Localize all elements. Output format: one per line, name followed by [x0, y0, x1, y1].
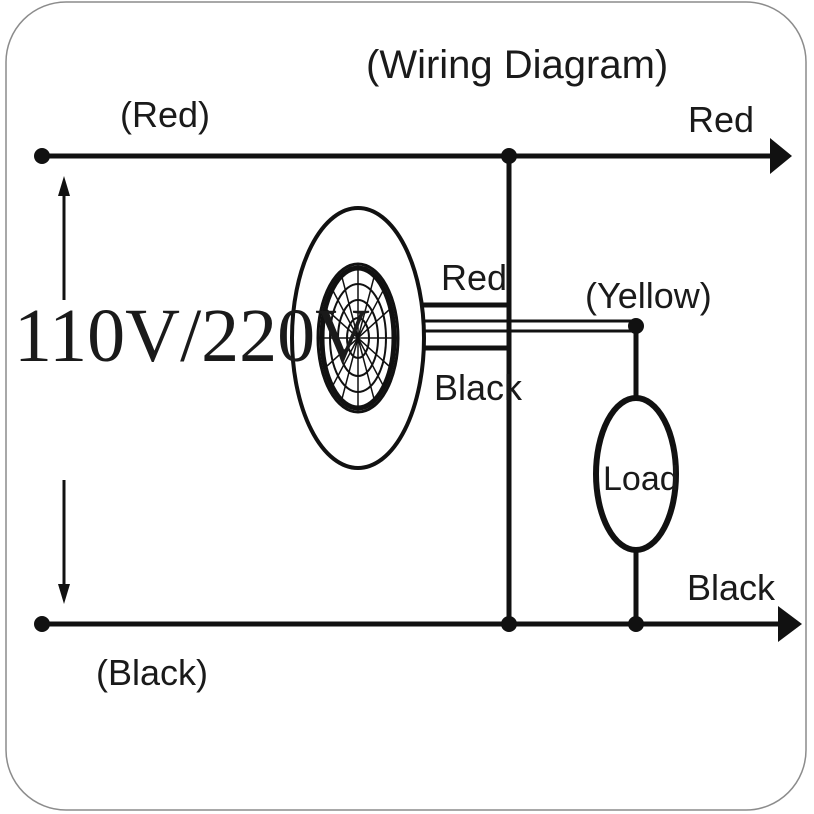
- load-symbol: [593, 395, 679, 553]
- supply-red-label: (Red): [120, 94, 211, 135]
- voltage-arrow-down-head: [58, 584, 70, 604]
- bottom-left-terminal: [34, 616, 50, 632]
- sensor-black-label: Black: [434, 367, 523, 408]
- bottom-arrow-head: [778, 606, 802, 642]
- output-red-label: Red: [688, 99, 755, 140]
- voltage-label: 110V/220V: [14, 294, 371, 378]
- voltage-arrow-up-head: [58, 176, 70, 196]
- diagram-title: (Wiring Diagram): [366, 43, 669, 87]
- sensor-lens-facets: [322, 268, 394, 408]
- output-black-label: Black: [687, 567, 776, 608]
- sensor-yellow-label: (Yellow): [585, 275, 712, 316]
- top-left-terminal: [34, 148, 50, 164]
- supply-black-label: (Black): [96, 652, 209, 693]
- sensor-red-label: Red: [441, 257, 508, 298]
- top-arrow-head: [770, 138, 792, 174]
- load-label: Load: [603, 460, 679, 498]
